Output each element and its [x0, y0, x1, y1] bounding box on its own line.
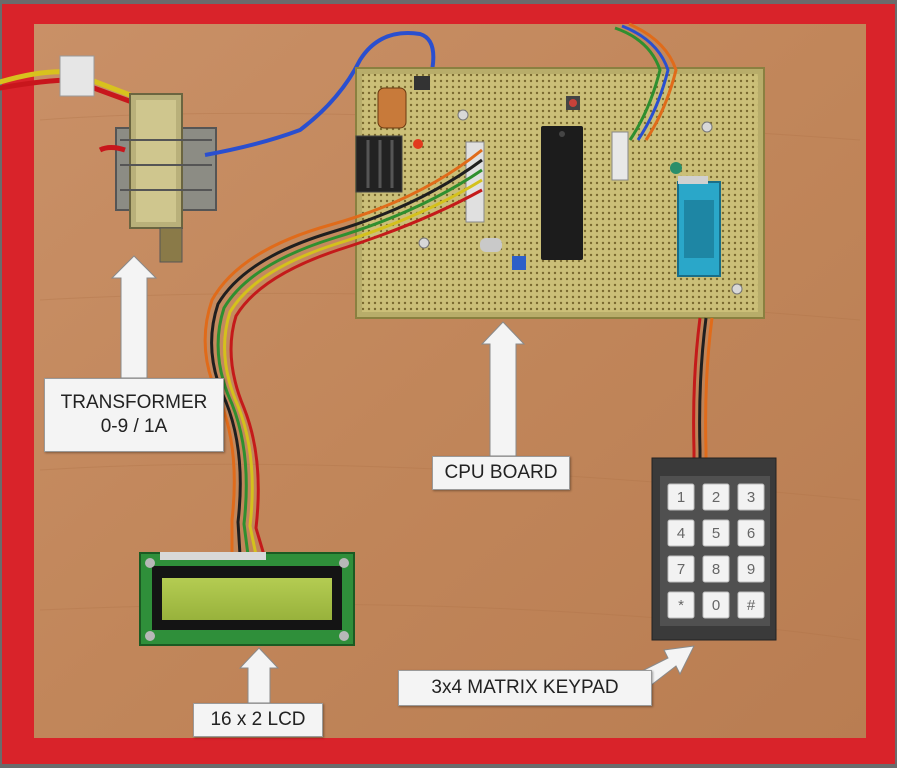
top-right-wire — [614, 22, 678, 141]
keypad-key — [702, 483, 730, 511]
transformer-label-line1: TRANSFORMER — [60, 392, 208, 413]
keypad-key-label: 0 — [711, 597, 721, 614]
keypad-keys — [667, 483, 765, 619]
keypad-key-label: 8 — [711, 561, 721, 578]
arrow-transformer — [110, 255, 158, 379]
transformer-label: TRANSFORMER 0-9 / 1A — [44, 378, 224, 452]
keypad-key — [667, 591, 695, 619]
keypad-key — [737, 483, 765, 511]
label-arrows — [110, 255, 695, 704]
transformer-label-line2: 0-9 / 1A — [100, 416, 168, 437]
lcd-label: 16 x 2 LCD — [193, 703, 323, 737]
keypad-key — [702, 591, 730, 619]
keypad-key-label: 6 — [746, 525, 756, 542]
keypad-key-label: 3 — [746, 489, 756, 506]
keypad-key — [667, 555, 695, 583]
electrolytic-capacitor — [377, 87, 407, 129]
power-led — [413, 139, 423, 149]
keypad-key-label: 7 — [676, 561, 686, 578]
keypad-key — [737, 591, 765, 619]
lcd-wire-bundle — [203, 148, 483, 556]
keypad-key — [702, 519, 730, 547]
keypad-key-label: 1 — [676, 489, 686, 506]
lcd-module — [139, 552, 355, 646]
arrow-cpu-board — [480, 321, 526, 457]
lcd-screen — [162, 578, 332, 620]
keypad-wire — [692, 317, 714, 462]
blue-power-wire — [204, 31, 436, 157]
keypad-key — [737, 555, 765, 583]
keypad-key — [702, 555, 730, 583]
keypad-key-label: 5 — [711, 525, 721, 542]
arrow-keypad — [639, 645, 695, 687]
keypad-key-label: 4 — [676, 525, 686, 542]
microcontroller-chip — [541, 126, 583, 260]
keypad-key-label: 2 — [711, 489, 721, 506]
crystal — [480, 238, 502, 252]
keypad-key — [737, 519, 765, 547]
keypad-key-label: 9 — [746, 561, 756, 578]
cpu-board-label: CPU BOARD — [432, 456, 570, 490]
keypad-key — [667, 519, 695, 547]
keypad-label: 3x4 MATRIX KEYPAD — [398, 670, 652, 706]
preset-pot — [512, 256, 526, 270]
keypad-key-label: # — [746, 597, 756, 614]
arrow-lcd — [238, 647, 280, 704]
mains-wire — [0, 55, 135, 105]
keypad-key-label: * — [678, 597, 684, 614]
transformer — [98, 93, 217, 263]
keypad-key — [667, 483, 695, 511]
